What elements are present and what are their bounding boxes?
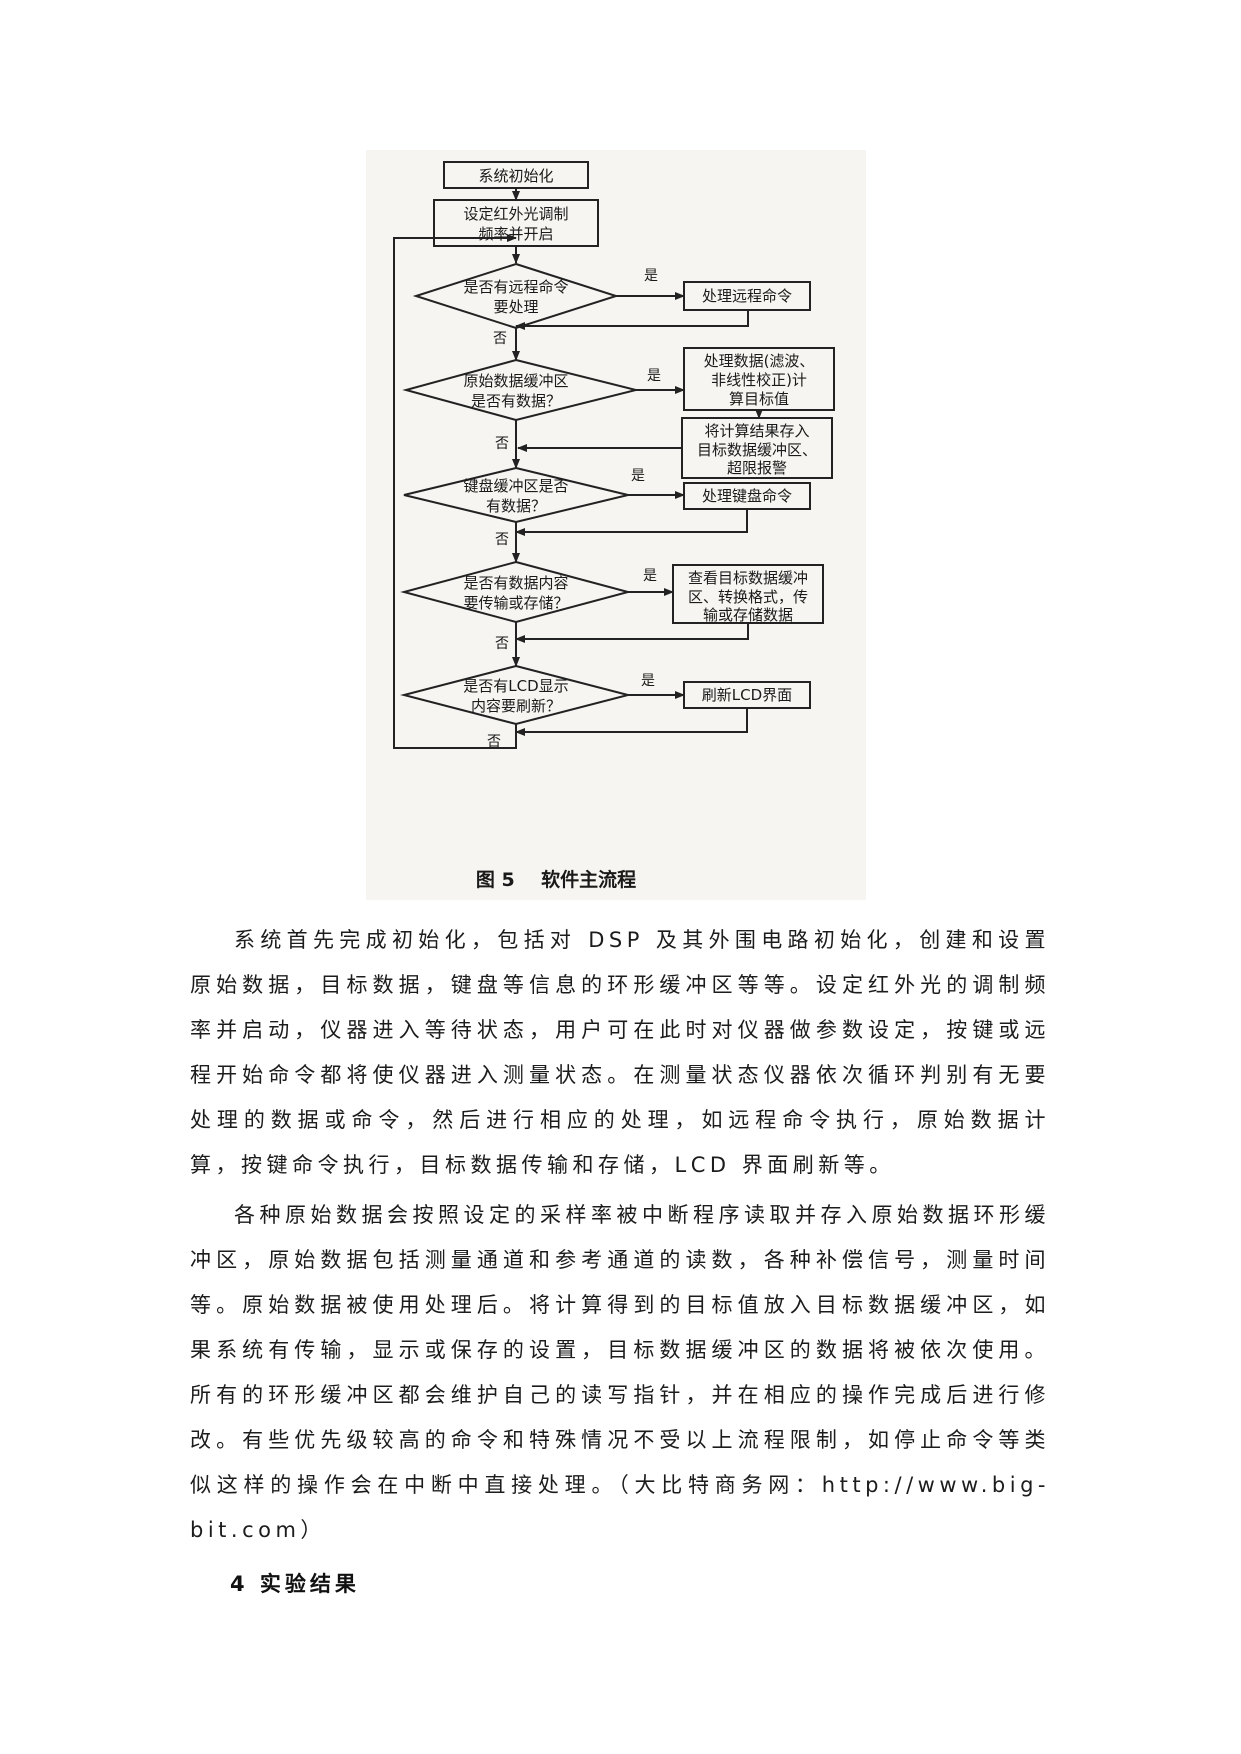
no-label-transmit: 否 [495,636,509,652]
transmit-process-label-2: 区、转换格式，传 [688,588,808,606]
process-data-label-2: 非线性校正)计 [711,371,807,389]
lcd-decision-label-1: 是否有LCD显示 [463,677,568,695]
store-result-label-2: 目标数据缓冲区、 [697,441,817,459]
remote-decision-label-2: 要处理 [493,298,538,316]
yes-label-transmit: 是 [643,568,657,584]
no-label-raw: 否 [495,436,509,452]
set-ir-label-2: 频率并开启 [478,225,553,243]
raw-decision-label-2: 是否有数据？ [471,392,561,410]
init-label: 系统初始化 [478,167,553,185]
store-result-label-3: 超限报警 [727,459,787,477]
yes-label-lcd: 是 [641,673,655,689]
transmit-process-label-1: 查看目标数据缓冲 [688,569,808,587]
body-paragraph-1: 系统首先完成初始化，包括对 DSP 及其外围电路初始化，创建和设置原始数据，目标… [190,928,1050,1177]
software-flowchart-figure: 系统初始化 设定红外光调制 频率并开启 是否有远程命令 要处理 处理远程命令 原… [366,150,866,900]
body-paragraph-2: 各种原始数据会按照设定的采样率被中断程序读取并存入原始数据环形缓冲区，原始数据包… [190,1203,1050,1542]
remote-process-label: 处理远程命令 [702,287,792,305]
process-data-label-1: 处理数据(滤波、 [704,352,815,370]
no-label-remote: 否 [493,331,507,347]
no-label-keyboard: 否 [495,532,509,548]
no-label-lcd: 否 [487,734,501,750]
figure-caption: 图 5 软件主流程 [476,868,636,891]
lcd-process-label: 刷新LCD界面 [702,686,792,704]
raw-decision-label-1: 原始数据缓冲区 [463,372,568,390]
section-heading: 4 实验结果 [230,1572,360,1596]
transmit-decision-label-2: 要传输或存储？ [463,594,568,612]
raw-data-decision [402,358,637,422]
keyboard-decision-label-2: 有数据？ [486,497,546,515]
keyboard-process-label: 处理键盘命令 [702,487,792,505]
yes-label-remote: 是 [644,268,658,284]
keyboard-decision-label-1: 键盘缓冲区是否 [463,477,568,495]
remote-decision-label-1: 是否有远程命令 [463,278,568,296]
set-ir-label-1: 设定红外光调制 [463,205,568,223]
lcd-decision [400,664,632,726]
process-data-label-3: 算目标值 [729,390,789,408]
yes-label-raw: 是 [647,368,661,384]
remote-decision [412,262,620,330]
transmit-decision-label-1: 是否有数据内容 [463,574,568,592]
transmit-decision [400,560,632,624]
store-result-label-1: 将计算结果存入 [704,422,809,440]
lcd-decision-label-2: 内容要刷新？ [471,697,561,715]
flowchart-diagram: 系统初始化 设定红外光调制 频率并开启 是否有远程命令 要处理 处理远程命令 原… [393,161,835,891]
yes-label-keyboard: 是 [631,468,645,484]
transmit-process-label-3: 输或存储数据 [703,606,793,624]
